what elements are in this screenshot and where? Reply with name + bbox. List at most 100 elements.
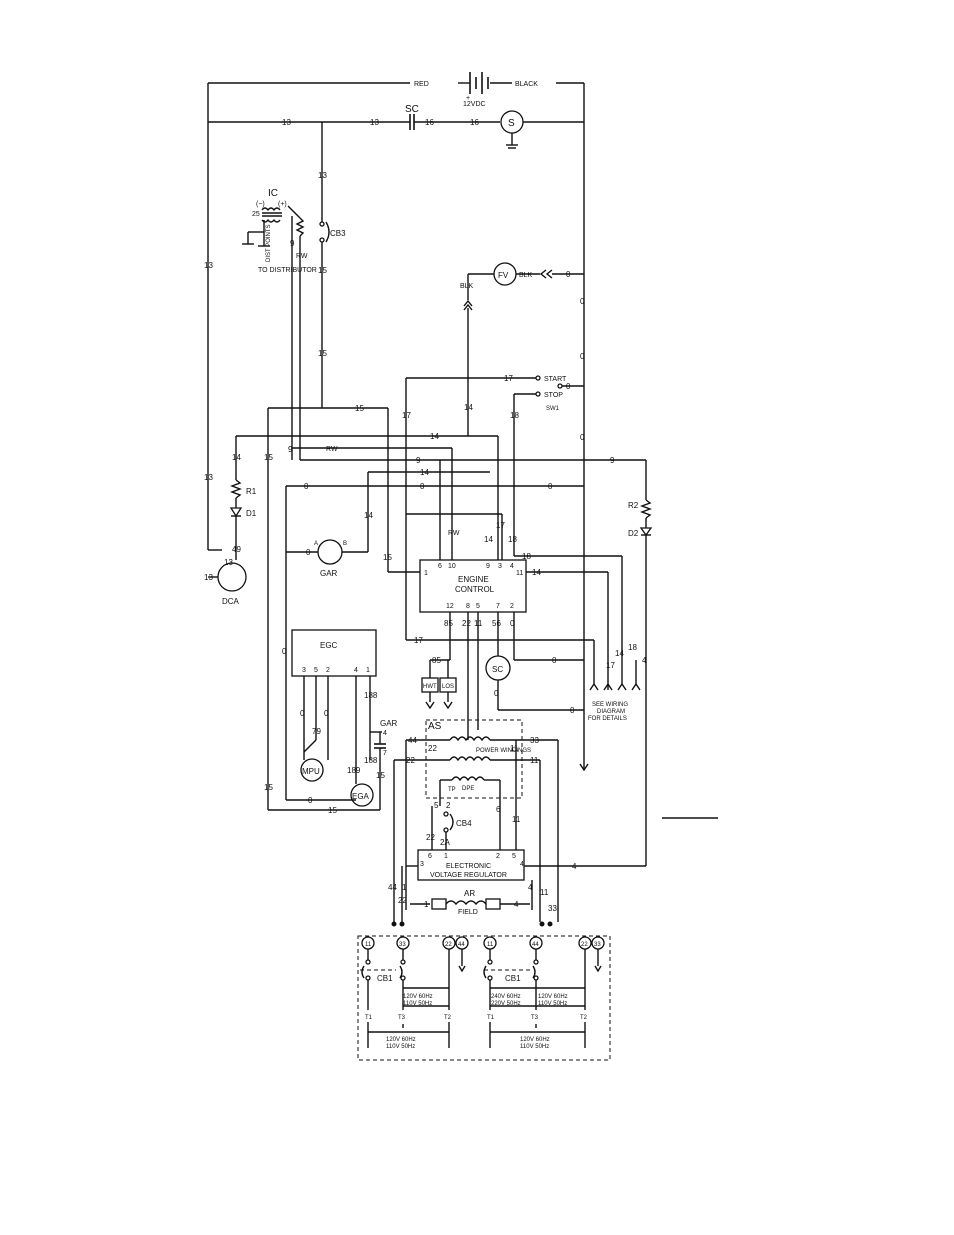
wire-0-label: 0 <box>580 433 585 442</box>
left-t3-label: T3 <box>398 1015 406 1021</box>
wire-17-label: 17 <box>402 411 411 420</box>
cb3-label: CB3 <box>330 229 346 238</box>
terminal-22: 22 <box>581 942 588 948</box>
wire-13-label: 13 <box>370 118 379 127</box>
left-cb1-label: CB1 <box>377 974 393 983</box>
terminal-44: 44 <box>458 942 465 948</box>
sc-sensor-label: SC <box>492 665 503 674</box>
wire-56-label: 56 <box>492 619 501 628</box>
hwt-label: HWT <box>423 684 437 690</box>
wire-13-label: 13 <box>282 118 291 127</box>
wire-15-label: 15 <box>264 783 273 792</box>
wire-14-label: 14 <box>364 511 373 520</box>
ec-pin-12: 12 <box>446 603 454 610</box>
gar-cap-label: GAR <box>380 719 398 728</box>
wire-14-label: 14 <box>532 568 541 577</box>
terminal-44: 44 <box>532 942 539 948</box>
see-wiring-label-3: FOR DETAILS <box>588 716 627 722</box>
wire-16-label: 16 <box>425 118 434 127</box>
wire-11-label: 11 <box>510 744 519 753</box>
wire-18-label: 18 <box>522 552 531 561</box>
wire-11-label: 11 <box>530 756 539 765</box>
ic-label: IC <box>268 188 278 199</box>
egc-box <box>291 629 377 677</box>
ec-pin-2: 2 <box>510 603 514 610</box>
starter-circuit: S 13 13 16 16 SC 13 13 <box>204 104 584 482</box>
right-upper-right-rating-2: 110V 50Hz <box>538 1001 567 1007</box>
right-upper-left-rating-1: 240V 60Hz <box>491 994 521 1000</box>
wire-14-label: 14 <box>484 535 493 544</box>
evr-label-2: VOLTAGE REGULATOR <box>430 872 507 879</box>
battery-circuit: RED BLACK + 12VDC <box>207 72 585 770</box>
wire-17-label: 17 <box>414 636 423 645</box>
left-lower-rating-2: 110V 50Hz <box>386 1044 415 1050</box>
d2-label: D2 <box>628 529 639 538</box>
wire-17-label: 17 <box>504 374 513 383</box>
left-t1-label: T1 <box>365 1015 373 1021</box>
right-configuration: 11 44 22 33 CB1 240V 60Hz <box>483 936 605 1050</box>
wire-85-label: 85 <box>432 656 441 665</box>
wire-9-label: 9 <box>290 239 295 248</box>
battery-plus-label: + <box>466 95 470 102</box>
wire-0-label: 0 <box>510 619 515 628</box>
ec-pin-6: 6 <box>438 563 442 570</box>
wire-18-label: 18 <box>510 411 519 420</box>
output-panel-border <box>357 935 611 1061</box>
wire-0-label: 0 <box>548 482 553 491</box>
cb4-label: CB4 <box>456 819 472 828</box>
starter-label: S <box>508 118 515 129</box>
wire-22-label: 22 <box>426 833 435 842</box>
wire-14-label: 14 <box>232 453 241 462</box>
gar-symbol <box>317 539 343 565</box>
dpe-label: DPE <box>462 786 474 792</box>
right-cb1-label: CB1 <box>505 974 521 983</box>
wire-14-label: 14 <box>615 649 624 658</box>
wire-1-label: 1 <box>402 883 407 892</box>
egc-label: EGC <box>320 641 338 650</box>
wire-189-label: 189 <box>347 766 361 775</box>
wire-79-label: 79 <box>312 727 321 736</box>
wire-0-label: 0 <box>566 382 571 391</box>
ec-pin-9: 9 <box>486 563 490 570</box>
gar-label: GAR <box>320 569 338 578</box>
output-panel: 11 33 22 44 CB1 120V 60Hz <box>357 935 611 1061</box>
terminal-11: 11 <box>365 942 372 948</box>
wire-2a-label: 2A <box>440 838 450 847</box>
ec-pin-10: 10 <box>448 563 456 570</box>
wire-0-label: 0 <box>304 482 309 491</box>
stop-label: STOP <box>544 392 563 399</box>
sc-solenoid-label: SC <box>405 104 419 115</box>
wire-14-label: 14 <box>430 432 439 441</box>
los-label: LOS <box>442 684 454 690</box>
wire-0-label: 0 <box>552 656 557 665</box>
wire-22-label: 22 <box>406 756 415 765</box>
left-lower-rating-1: 120V 60Hz <box>386 1037 416 1043</box>
ec-pin-7: 7 <box>496 603 500 610</box>
see-wiring-label-1: SEE WIRING <box>592 702 628 708</box>
cap-terminal-4: 4 <box>383 730 387 737</box>
dca-branch: R1 D1 49 13 13 DCA <box>204 479 257 606</box>
start-label: START <box>544 376 567 383</box>
wire-188-label: 188 <box>364 691 378 700</box>
wire-rw-label: RW <box>448 530 460 537</box>
ar-field: AR FIELD 1 4 1 4 <box>402 883 533 916</box>
wire-11-label: 11 <box>512 815 521 824</box>
wire-5-label: 5 <box>434 801 439 810</box>
voltage-regulator: ELECTRONIC VOLTAGE REGULATOR 3 6 1 2 5 4… <box>405 849 646 910</box>
wire-22-label: 22 <box>462 619 471 628</box>
engine-control-module: ENGINE CONTROL 1 6 10 9 3 4 11 12 8 5 7 … <box>406 530 637 740</box>
wire-0-label: 0 <box>570 706 575 715</box>
wire-15-label: 15 <box>318 266 327 275</box>
wire-9-label: 9 <box>416 456 421 465</box>
wire-0-label: 0 <box>566 270 571 279</box>
ec-pin-11: 11 <box>516 570 523 577</box>
wire-14-label: 14 <box>464 403 473 412</box>
wire-4-label: 4 <box>642 656 647 665</box>
egc-pin-1: 1 <box>366 667 370 674</box>
ic-terminal-25: 25 <box>252 211 260 218</box>
wire-0-label: 0 <box>580 297 585 306</box>
bus-lines: 15 15 15 14 14 RW 9 9 9 14 14 0 0 0 17 <box>232 404 647 810</box>
output-leads: 44 22 11 33 <box>388 740 559 927</box>
field-label: FIELD <box>458 909 478 916</box>
gar-actuator: 0 A B GAR <box>286 539 368 578</box>
